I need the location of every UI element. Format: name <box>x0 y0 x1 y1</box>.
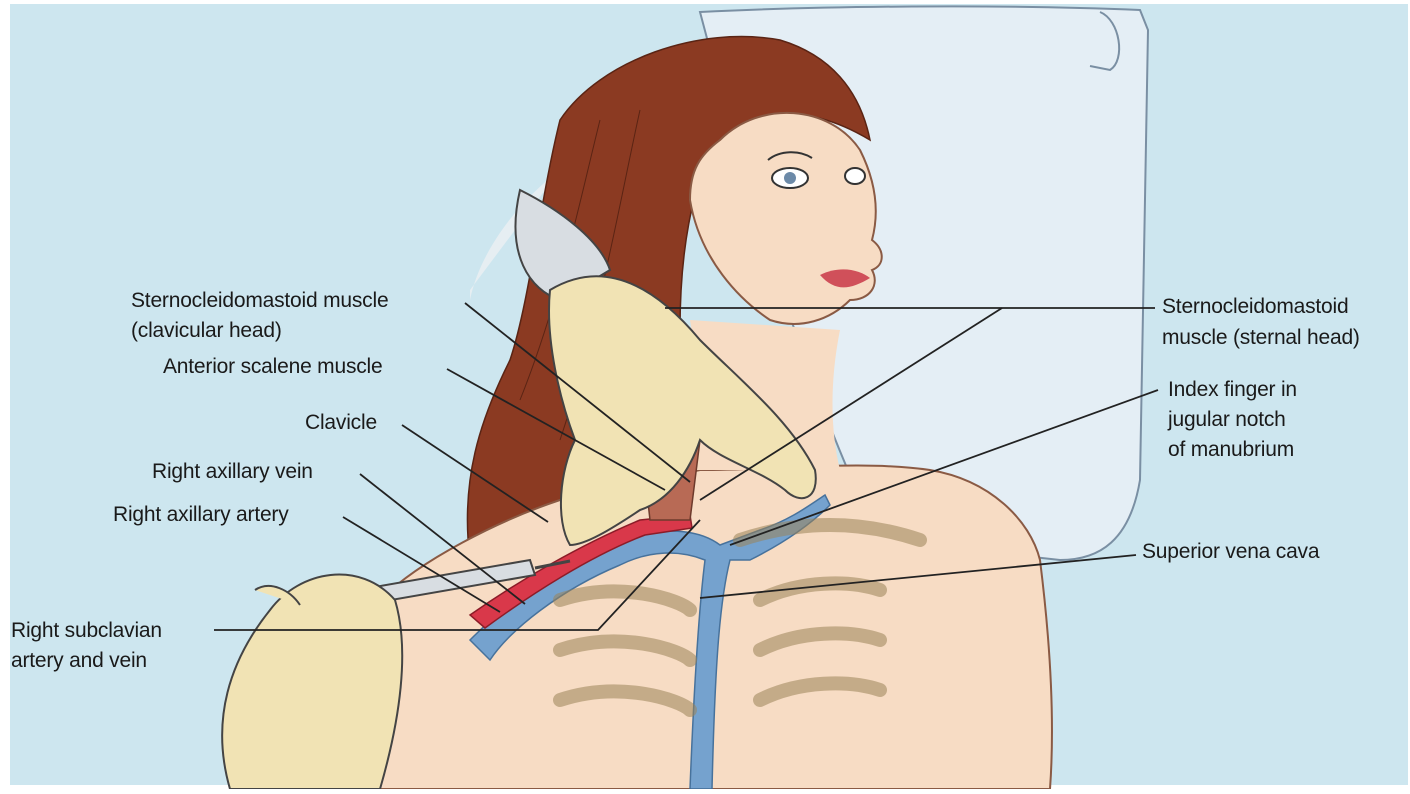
label-right-subclavian-line2: artery and vein <box>11 648 147 674</box>
eye-far <box>845 168 865 184</box>
iris <box>784 172 796 184</box>
label-index-finger-line2: jugular notch <box>1168 407 1286 433</box>
label-index-finger-line3: of manubrium <box>1168 437 1294 463</box>
label-right-axillary-vein: Right axillary vein <box>152 459 313 485</box>
label-index-finger-line1: Index finger in <box>1168 377 1297 403</box>
label-superior-vena-cava: Superior vena cava <box>1142 539 1319 565</box>
label-scm-clavicular-line2: (clavicular head) <box>131 318 282 344</box>
label-scm-sternal-line2: muscle (sternal head) <box>1162 325 1360 351</box>
label-anterior-scalene: Anterior scalene muscle <box>163 354 383 380</box>
label-scm-sternal-line1: Sternocleidomastoid <box>1162 294 1348 320</box>
label-right-axillary-artery: Right axillary artery <box>113 502 289 528</box>
label-right-subclavian-line1: Right subclavian <box>11 618 162 644</box>
label-scm-clavicular-line1: Sternocleidomastoid muscle <box>131 288 388 314</box>
label-clavicle: Clavicle <box>305 410 377 436</box>
